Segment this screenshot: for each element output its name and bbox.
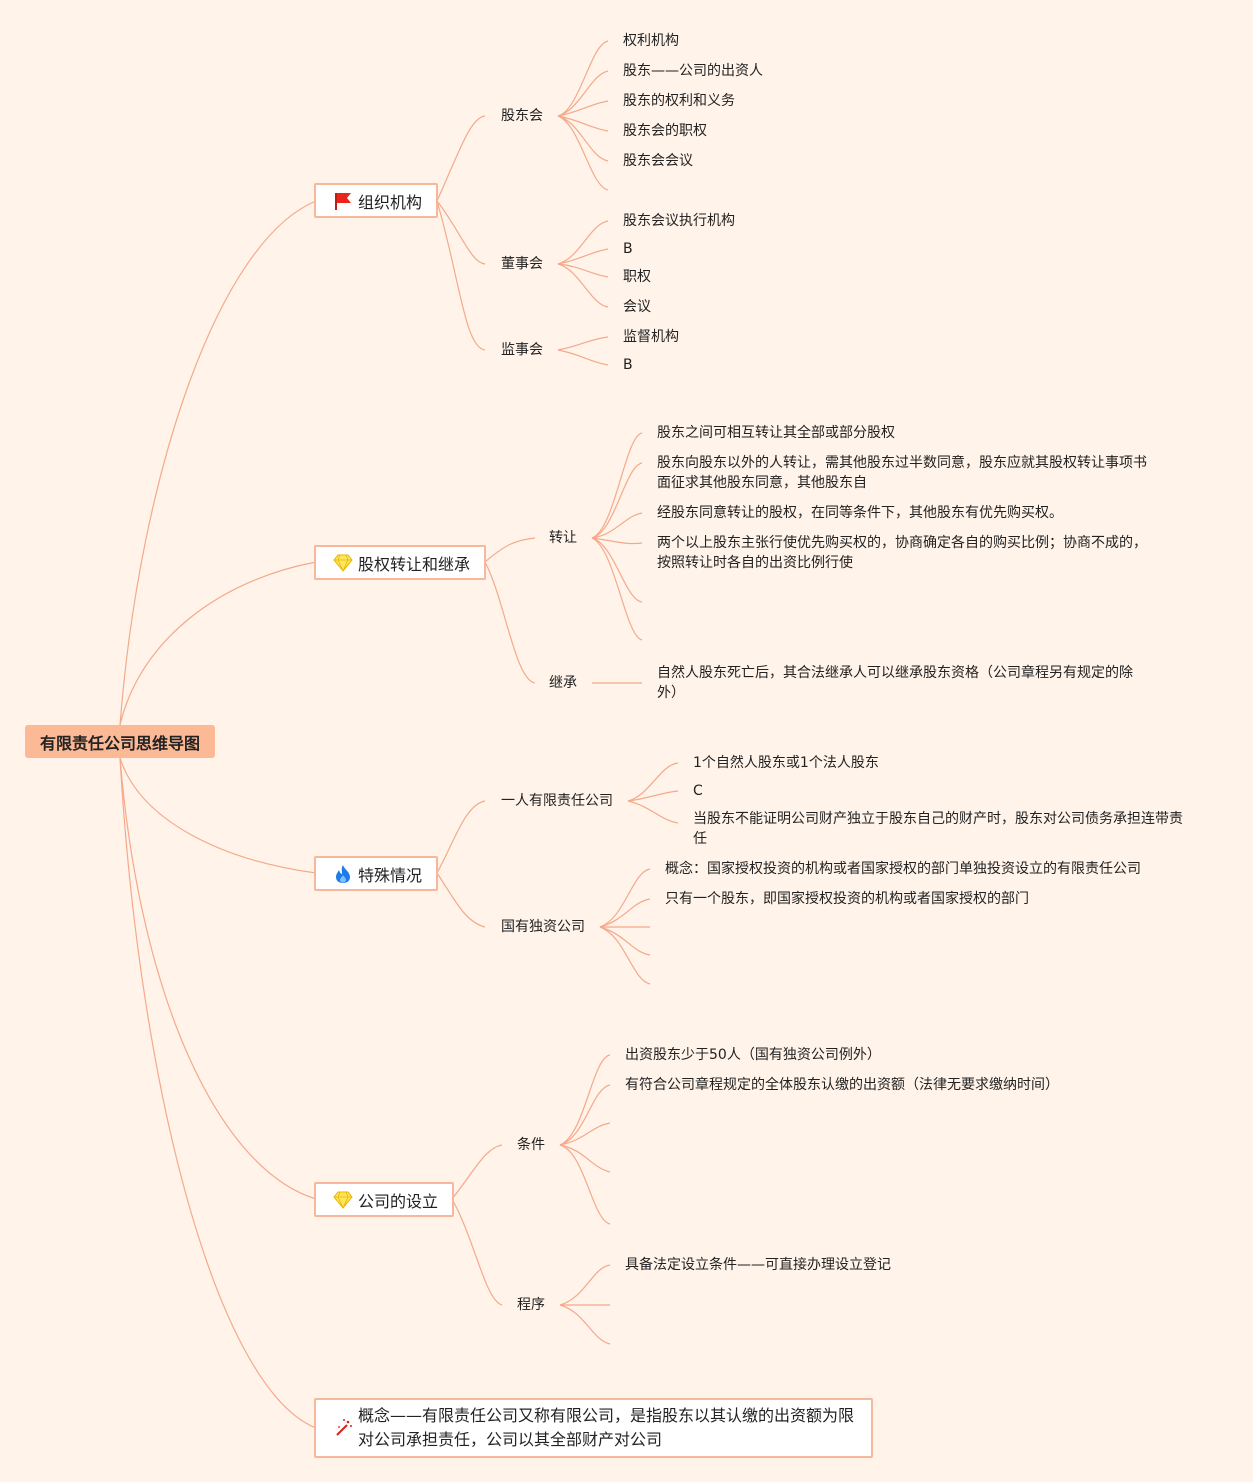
subtopic-state-owned-company[interactable]: 国有独资公司 [501, 919, 585, 935]
connector-root-org [119, 200, 317, 726]
fire-icon [332, 864, 354, 884]
leaf-node[interactable]: 股东向股东以外的人转让，需其他股东过半数同意，股东应就其股权转让事项书面征求其他… [657, 455, 1147, 491]
subtopic-inherit[interactable]: 继承 [549, 675, 577, 691]
leaf-node[interactable]: 两个以上股东主张行使优先购买权的，协商确定各自的购买比例；协商不成的，按照转让时… [657, 535, 1147, 571]
leaf-node[interactable]: 当股东不能证明公司财产独立于股东自己的财产时，股东对公司债务承担连带责任 [693, 811, 1183, 847]
leaf-node[interactable]: 监督机构 [623, 329, 679, 345]
leaf-node[interactable]: 职权 [623, 269, 651, 285]
subtopic-one-person-company[interactable]: 一人有限责任公司 [501, 793, 613, 809]
branch-special-label: 特殊情况 [358, 865, 423, 885]
leaf-node[interactable]: 概念：国家授权投资的机构或者国家授权的部门单独投资设立的有限责任公司 [665, 861, 1141, 877]
leaf-node[interactable]: C [693, 783, 703, 799]
leaf-node[interactable]: 会议 [623, 299, 651, 315]
leaf-node[interactable]: 自然人股东死亡后，其合法继承人可以继承股东资格（公司章程另有规定的除外） [657, 665, 1133, 701]
leaf-node[interactable]: 只有一个股东，即国家授权投资的机构或者国家授权的部门 [665, 891, 1029, 907]
connector-root-equity [119, 561, 317, 726]
leaf-node[interactable]: 股东之间可相互转让其全部或部分股权 [657, 425, 895, 441]
connector-root-establish [119, 757, 317, 1200]
branch-equity-label: 股权转让和继承 [358, 554, 471, 574]
leaf-node[interactable]: 具备法定设立条件——可直接办理设立登记 [625, 1257, 891, 1273]
branch-equity[interactable]: 股权转让和继承 [314, 545, 487, 580]
subtopic-dongshihui[interactable]: 董事会 [501, 256, 543, 272]
diamond-icon [332, 553, 354, 573]
root-topic-label: 有限责任公司思维导图 [39, 733, 200, 753]
subtopic-procedure[interactable]: 程序 [517, 1297, 545, 1313]
branch-establish-label: 公司的设立 [358, 1191, 439, 1211]
leaf-node[interactable]: 股东会的职权 [623, 123, 707, 139]
root-topic[interactable]: 有限责任公司思维导图 [25, 725, 215, 758]
leaf-node[interactable]: 股东的权利和义务 [623, 93, 735, 109]
leaf-node[interactable]: B [623, 241, 633, 257]
diamond-icon [332, 1190, 354, 1210]
connector-root-special [119, 757, 317, 874]
branch-org[interactable]: 组织机构 [314, 183, 439, 218]
leaf-node[interactable]: 股东——公司的出资人 [623, 63, 763, 79]
red-flag-icon [332, 191, 354, 211]
branch-org-label: 组织机构 [358, 192, 423, 212]
subtopic-conditions[interactable]: 条件 [517, 1137, 545, 1153]
subtopic-gudonghui[interactable]: 股东会 [501, 108, 543, 124]
subtopic-transfer[interactable]: 转让 [549, 530, 577, 546]
leaf-node[interactable]: 权利机构 [623, 33, 679, 49]
branch-special[interactable]: 特殊情况 [314, 856, 439, 891]
leaf-node[interactable]: 经股东同意转让的股权，在同等条件下，其他股东有优先购买权。 [657, 505, 1063, 521]
leaf-node[interactable]: 出资股东少于50人（国有独资公司例外） [625, 1047, 881, 1063]
leaf-node[interactable]: 1个自然人股东或1个法人股东 [693, 755, 879, 771]
subtopic-jianshihui[interactable]: 监事会 [501, 342, 543, 358]
leaf-node[interactable]: 股东会议执行机构 [623, 213, 735, 229]
leaf-node[interactable]: 有符合公司章程规定的全体股东认缴的出资额（法律无要求缴纳时间） [625, 1077, 1059, 1093]
branch-concept-label: 概念——有限责任公司又称有限公司，是指股东以其认缴的出资额为限对公司承担责任，公… [357, 1406, 854, 1449]
connector-root-concept [119, 757, 317, 1429]
branch-concept[interactable]: 概念——有限责任公司又称有限公司，是指股东以其认缴的出资额为限对公司承担责任，公… [314, 1398, 873, 1458]
magic-wand-icon [332, 1418, 354, 1438]
leaf-node[interactable]: 股东会会议 [623, 153, 693, 169]
leaf-node[interactable]: B [623, 357, 633, 373]
branch-establish[interactable]: 公司的设立 [314, 1182, 455, 1217]
